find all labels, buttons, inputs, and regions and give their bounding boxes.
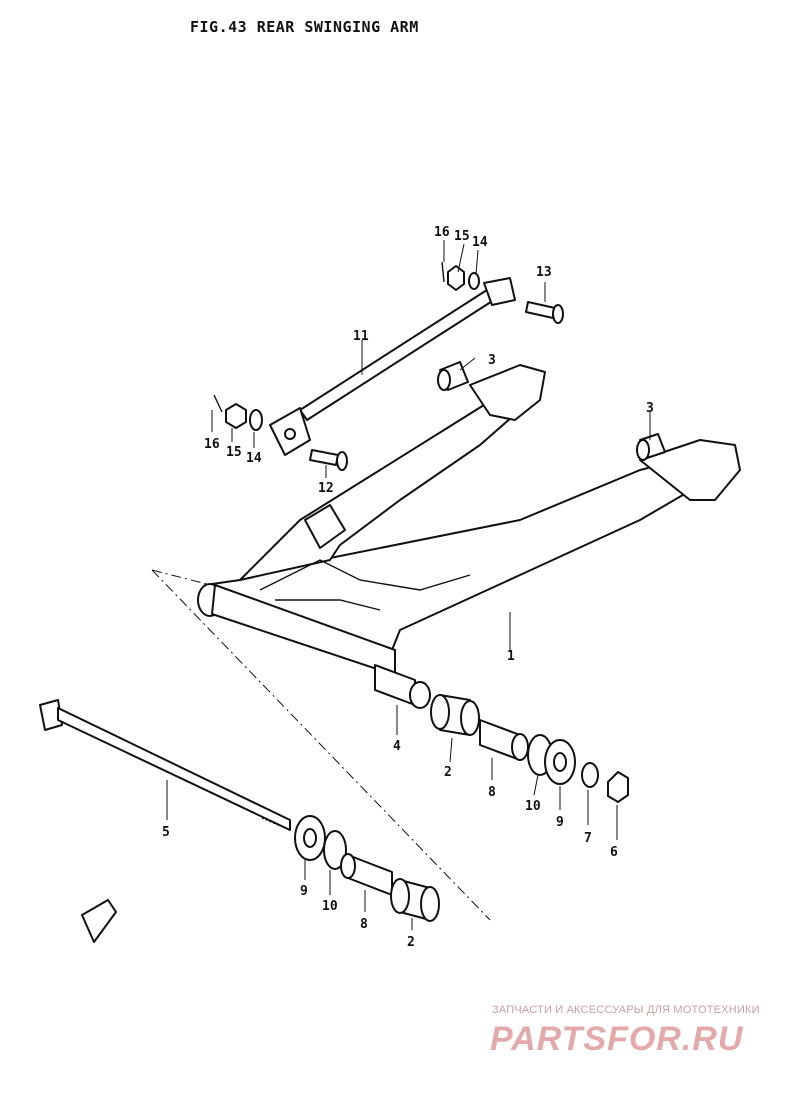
callout-16-right: 16	[434, 225, 450, 240]
figure-title: FIG.43 REAR SWINGING ARM	[190, 18, 419, 36]
front-direction-arrow	[81, 899, 117, 943]
bearing-2-lower	[390, 878, 440, 922]
spacer-8-upper	[479, 719, 529, 761]
pivot-shaft-5	[39, 699, 291, 831]
cotter-pin-16-right	[441, 261, 445, 283]
callout-9-lower: 9	[300, 884, 308, 899]
callout-8-lower: 8	[360, 917, 368, 932]
callout-5: 5	[162, 825, 170, 840]
dust-seal-9-lower	[294, 815, 326, 861]
callout-11: 11	[353, 329, 369, 344]
washer-14-left	[249, 409, 263, 431]
nut-15-left	[225, 403, 247, 429]
bushing-3-right	[636, 433, 666, 461]
callout-2-upper: 2	[444, 765, 452, 780]
nut-15-right	[447, 265, 465, 291]
callout-16-left: 16	[204, 437, 220, 452]
washer-14-right	[468, 272, 480, 290]
callout-4: 4	[393, 739, 401, 754]
dust-seal-9-upper	[544, 739, 576, 785]
watermark-tagline: ЗАПЧАСТИ И АКСЕССУАРЫ ДЛЯ МОТОТЕХНИКИ	[492, 1004, 760, 1016]
callout-13: 13	[536, 265, 552, 280]
bolt-13	[525, 301, 564, 324]
cotter-pin-16-left	[213, 394, 223, 413]
leader-lines	[166, 240, 651, 930]
swing-arm-body	[197, 364, 741, 676]
nut-6	[607, 771, 629, 803]
callout-15-right: 15	[454, 229, 470, 244]
spacer-8-lower	[340, 853, 393, 896]
callout-3-left: 3	[488, 353, 496, 368]
callout-6: 6	[610, 845, 618, 860]
callout-2-lower: 2	[407, 935, 415, 950]
bushing-3-left	[437, 361, 469, 391]
washer-7	[581, 762, 599, 788]
rear-torque-rod-11	[269, 277, 516, 456]
bearing-2-upper	[430, 694, 480, 736]
callout-1: 1	[507, 649, 515, 664]
callout-3-right: 3	[646, 401, 654, 416]
callout-10-upper: 10	[525, 799, 541, 814]
callout-15-left: 15	[226, 445, 242, 460]
watermark-logo: PARTSFOR.RU	[490, 1020, 744, 1058]
callout-12: 12	[318, 481, 334, 496]
callout-10-lower: 10	[322, 899, 338, 914]
washer-10-lower	[323, 830, 347, 870]
bolt-12	[309, 449, 348, 471]
callout-7: 7	[584, 831, 592, 846]
callout-14-left: 14	[246, 451, 262, 466]
callout-14-right: 14	[472, 235, 488, 250]
callout-9-upper: 9	[556, 815, 564, 830]
pivot-spacer-4	[374, 664, 431, 709]
callout-8-upper: 8	[488, 785, 496, 800]
